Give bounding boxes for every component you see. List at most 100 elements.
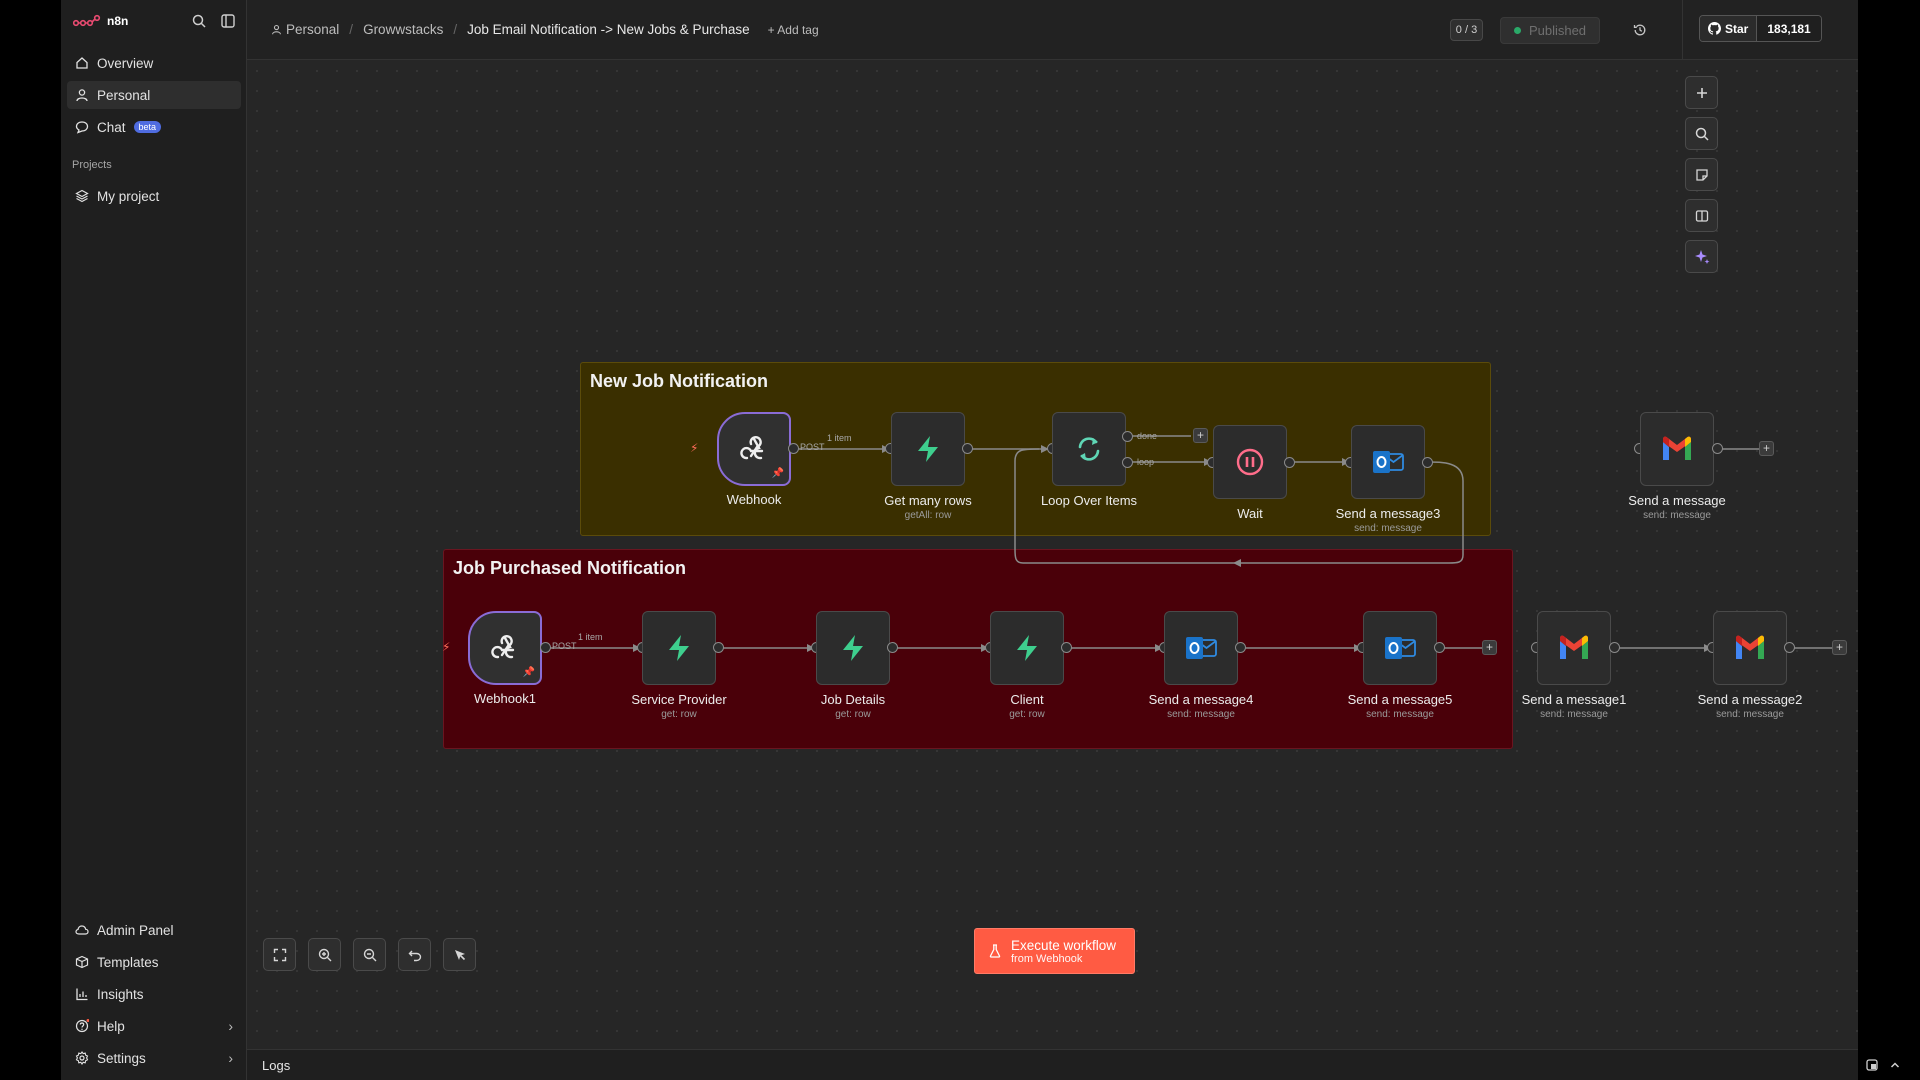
- ai-assistant-button[interactable]: [1685, 240, 1718, 273]
- add-node-plus[interactable]: +: [1482, 640, 1497, 655]
- chevron-right-icon: ›: [228, 1018, 233, 1034]
- breadcrumb-label: Personal: [286, 22, 340, 37]
- popout-icon[interactable]: [1865, 1058, 1879, 1072]
- github-star-button[interactable]: Star 183,181: [1699, 15, 1822, 42]
- search-icon[interactable]: [189, 11, 209, 31]
- output-handle[interactable]: [540, 642, 551, 653]
- sidebar-item-personal[interactable]: Personal: [67, 81, 241, 109]
- sidebar-item-label: Admin Panel: [97, 922, 174, 938]
- sidebar-item-chat[interactable]: Chat beta: [67, 113, 241, 141]
- node-webhook[interactable]: 📌: [717, 412, 791, 486]
- pin-icon: 📌: [522, 667, 535, 678]
- output-handle[interactable]: [1235, 642, 1246, 653]
- zoom-out-button[interactable]: [353, 938, 386, 971]
- output-handle-done[interactable]: [1122, 431, 1133, 442]
- publish-button[interactable]: Published: [1500, 17, 1600, 44]
- add-node-plus[interactable]: +: [1832, 640, 1847, 655]
- workflow-canvas[interactable]: New Job Notification Job Purchased Notif…: [247, 61, 1858, 1049]
- n8n-logo-icon: [73, 14, 101, 27]
- connections-layer: [549, 435, 1832, 652]
- supabase-icon: [1017, 635, 1037, 661]
- sidebar-item-templates[interactable]: Templates: [67, 948, 241, 976]
- zoom-in-icon: [318, 948, 331, 961]
- user-icon: [272, 24, 281, 35]
- sidebar-item-my-project[interactable]: My project: [67, 182, 241, 210]
- version-counter[interactable]: 0 / 3: [1450, 19, 1483, 41]
- output-handle[interactable]: [1712, 443, 1723, 454]
- home-icon: [76, 57, 88, 69]
- app-window: n8n Overview Personal Chat beta Projects…: [61, 0, 1900, 1080]
- node-send-message1[interactable]: [1537, 611, 1611, 685]
- add-node-button[interactable]: [1685, 76, 1718, 109]
- workflow-name[interactable]: Job Email Notification -> New Jobs & Pur…: [467, 22, 750, 37]
- node-send-message2[interactable]: [1713, 611, 1787, 685]
- add-node-plus[interactable]: +: [1193, 428, 1208, 443]
- select-tool-button[interactable]: [443, 938, 476, 971]
- collapse-sidebar-icon[interactable]: [218, 11, 238, 31]
- gmail-icon: [1560, 635, 1588, 659]
- node-send-message[interactable]: [1640, 412, 1714, 486]
- node-subtitle: getAll: row: [904, 510, 952, 521]
- fit-view-button[interactable]: [263, 938, 296, 971]
- breadcrumb: Personal / Growwstacks / Job Email Notif…: [271, 22, 819, 37]
- output-handle[interactable]: [788, 443, 799, 454]
- output-handle[interactable]: [1284, 457, 1295, 468]
- box-icon: [75, 955, 89, 969]
- node-webhook1[interactable]: 📌: [468, 611, 542, 685]
- node-get-many-rows[interactable]: [891, 412, 965, 486]
- node-client[interactable]: [990, 611, 1064, 685]
- outlook-icon: [1385, 637, 1416, 659]
- sidebar-item-help[interactable]: Help ›: [67, 1012, 241, 1040]
- add-tag-button[interactable]: + Add tag: [767, 22, 819, 37]
- sticky-note-button[interactable]: [1685, 158, 1718, 191]
- output-handle[interactable]: [962, 443, 973, 454]
- sidebar-item-settings[interactable]: Settings ›: [67, 1044, 241, 1072]
- output-handle[interactable]: [1434, 642, 1445, 653]
- add-node-plus[interactable]: +: [1759, 441, 1774, 456]
- supabase-icon: [669, 635, 689, 661]
- chevron-up-icon[interactable]: [1888, 1058, 1902, 1072]
- node-label: Send a message3: [1335, 506, 1441, 521]
- edge-label-items: 1 item: [578, 632, 603, 642]
- output-handle[interactable]: [1061, 642, 1072, 653]
- breadcrumb-personal[interactable]: Personal: [271, 22, 339, 37]
- output-handle[interactable]: [1609, 642, 1620, 653]
- execute-workflow-button[interactable]: Execute workflow from Webhook: [974, 928, 1135, 974]
- breadcrumb-folder[interactable]: Growwstacks: [363, 22, 444, 37]
- logs-panel[interactable]: Logs: [247, 1049, 1900, 1080]
- node-subtitle: get: row: [661, 709, 697, 720]
- node-loop-over-items[interactable]: [1052, 412, 1126, 486]
- brand[interactable]: n8n: [73, 12, 128, 30]
- publish-status: Published: [1528, 23, 1587, 38]
- sidebar-item-overview[interactable]: Overview: [67, 49, 241, 77]
- github-star-label: Star: [1725, 21, 1749, 36]
- sidebar-item-label: Overview: [97, 55, 154, 71]
- execute-subtitle: from Webhook: [1011, 952, 1083, 965]
- sidebar-item-insights[interactable]: Insights: [67, 980, 241, 1008]
- loopback-arrow: [1233, 559, 1241, 567]
- output-handle-loop[interactable]: [1122, 457, 1133, 468]
- node-wait[interactable]: [1213, 425, 1287, 499]
- sidebar-item-label: Chat: [97, 119, 126, 135]
- search-nodes-button[interactable]: [1685, 117, 1718, 150]
- output-handle[interactable]: [887, 642, 898, 653]
- output-handle[interactable]: [1784, 642, 1795, 653]
- sidebar-item-label: Insights: [97, 986, 144, 1002]
- node-label: Send a message1: [1521, 692, 1627, 707]
- node-job-details[interactable]: [816, 611, 890, 685]
- sidebar-item-admin-panel[interactable]: Admin Panel: [67, 916, 241, 944]
- node-send-message5[interactable]: [1363, 611, 1437, 685]
- output-handle[interactable]: [1422, 457, 1433, 468]
- sticky-note-job-purchased[interactable]: Job Purchased Notification: [443, 549, 1513, 749]
- projects-heading: Projects: [72, 159, 112, 171]
- node-send-message4[interactable]: [1164, 611, 1238, 685]
- edge-label-method: POST: [552, 641, 577, 651]
- node-send-message3[interactable]: [1351, 425, 1425, 499]
- undo-button[interactable]: [398, 938, 431, 971]
- history-icon[interactable]: [1630, 20, 1650, 40]
- toggle-panel-button[interactable]: [1685, 199, 1718, 232]
- node-label: Service Provider: [631, 692, 727, 707]
- zoom-in-button[interactable]: [308, 938, 341, 971]
- output-handle[interactable]: [713, 642, 724, 653]
- node-service-provider[interactable]: [642, 611, 716, 685]
